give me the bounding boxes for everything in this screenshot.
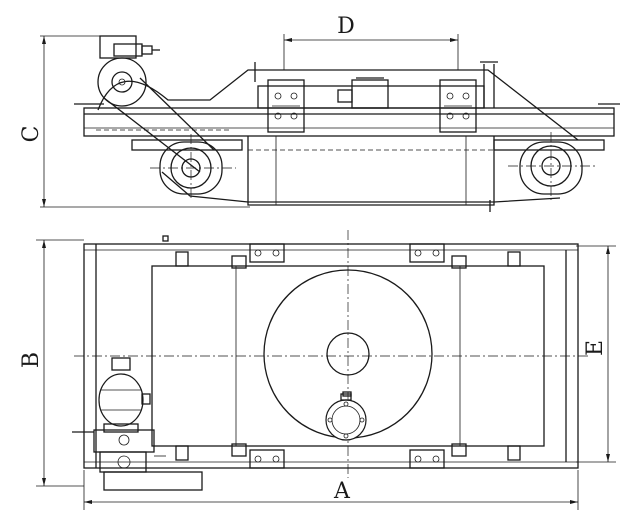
dim-e-label: E — [583, 340, 608, 356]
hanger-bracket-left — [267, 79, 305, 133]
hanger-bracket-right — [439, 79, 477, 133]
side-elevation-view: C D — [19, 14, 620, 212]
main-frame — [83, 107, 615, 137]
dim-a-label: A — [333, 479, 351, 504]
lug-top-left — [249, 243, 285, 263]
dim-c-label: C — [19, 126, 44, 143]
drive-motor — [98, 357, 151, 433]
gearbox-base — [72, 429, 203, 491]
dim-d-label: D — [337, 14, 355, 39]
dim-b-label: B — [19, 352, 44, 368]
junction-box — [351, 79, 389, 109]
roller-right — [508, 132, 596, 200]
plan-view: B E A — [19, 230, 616, 510]
gear-reducer — [99, 35, 137, 59]
conveyor-belt-top — [97, 69, 579, 141]
lug-top-right — [409, 243, 445, 263]
belt-plan — [151, 265, 545, 447]
magnet-body — [247, 136, 495, 206]
lug-bottom-right — [409, 449, 445, 469]
roller-left — [150, 134, 236, 200]
lug-bottom-left — [249, 449, 285, 469]
terminal-box — [325, 393, 367, 441]
